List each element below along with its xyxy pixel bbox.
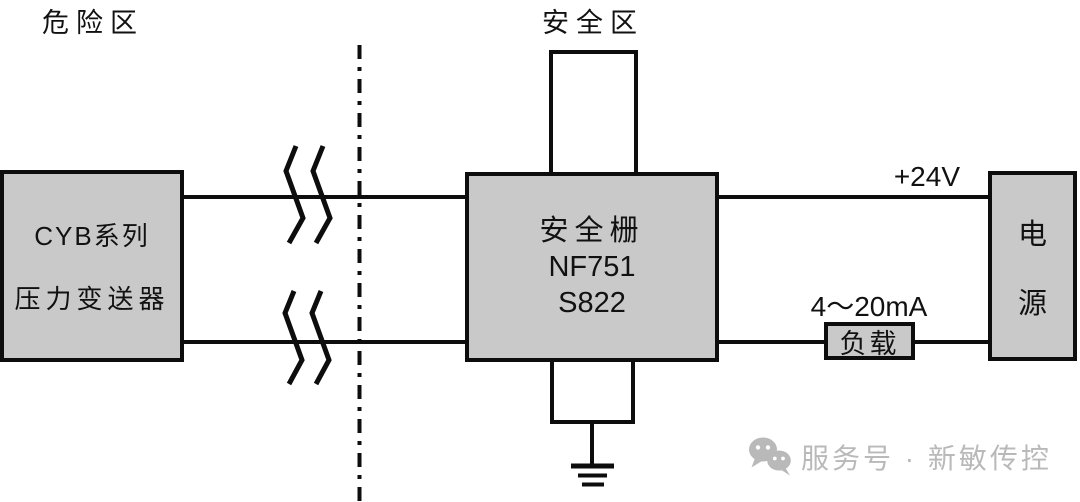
transmitter-series-label: CYB系列	[34, 221, 150, 251]
barrier-model-s822-label: S822	[558, 287, 626, 319]
barrier-bottom-stub	[550, 358, 635, 424]
power-box-text: 电 源	[988, 171, 1077, 361]
barrier-model-nf751-label: NF751	[548, 251, 636, 283]
barrier-name-label: 安全栅	[539, 215, 645, 247]
barrier-top-stub	[549, 50, 638, 176]
load-label: 负载	[839, 328, 900, 359]
break-mark-icon	[282, 290, 305, 386]
wechat-icon	[749, 437, 791, 476]
ground-icon	[571, 422, 614, 487]
safe-zone-label: 安全区	[542, 8, 644, 38]
watermark-text: 服务号 · 新敏传控	[801, 443, 1052, 474]
barrier-box-text: 安全栅 NF751 S822	[465, 172, 719, 362]
break-mark-icon	[283, 145, 306, 245]
wire-break-marks	[282, 145, 333, 386]
power-box	[988, 171, 1077, 361]
transmitter-type-label: 压力变送器	[14, 284, 170, 314]
barrier-box	[465, 172, 719, 362]
power-label-char1: 电	[1017, 218, 1047, 251]
transmitter-box	[0, 170, 184, 362]
transmitter-box-text: CYB系列 压力变送器	[0, 170, 184, 362]
signal-current-label: 4～20mA	[810, 291, 928, 322]
load-box	[824, 322, 915, 360]
hazard-zone-label: 危险区	[42, 8, 144, 38]
break-mark-icon	[310, 145, 333, 245]
power-label-char2: 源	[1017, 287, 1047, 320]
supply-voltage-label: +24V	[893, 161, 960, 192]
break-mark-icon	[309, 290, 332, 386]
